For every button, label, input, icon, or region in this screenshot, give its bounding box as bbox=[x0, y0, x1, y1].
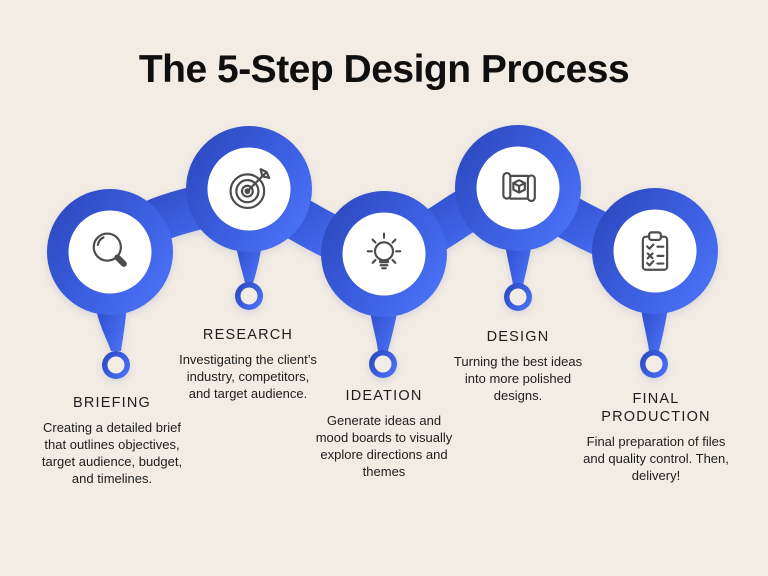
page-title: The 5-Step Design Process bbox=[138, 48, 630, 91]
step-title: FINAL PRODUCTION bbox=[601, 391, 711, 425]
step-briefing: BRIEFING Creating a detailed brief that … bbox=[32, 394, 192, 487]
step-description: Turning the best ideas into more polishe… bbox=[453, 354, 583, 403]
step-description: Investigating the client’s industry, com… bbox=[179, 352, 317, 401]
step-description: Creating a detailed brief that outlines … bbox=[41, 420, 183, 486]
blueprint-icon bbox=[492, 162, 544, 214]
step-final-production: FINAL PRODUCTION Final preparation of fi… bbox=[583, 390, 729, 484]
magnifier-icon bbox=[84, 226, 136, 278]
step-description: Final preparation of files and quality c… bbox=[583, 434, 729, 483]
step-description: Generate ideas and mood boards to visual… bbox=[315, 413, 453, 479]
step-title: IDEATION bbox=[345, 388, 423, 404]
checklist-icon bbox=[629, 225, 681, 277]
step-title: BRIEFING bbox=[72, 395, 152, 411]
step-title: DESIGN bbox=[486, 329, 550, 345]
step-design: DESIGN Turning the best ideas into more … bbox=[450, 328, 586, 404]
target-icon bbox=[223, 163, 275, 215]
ring-holes bbox=[107, 287, 663, 374]
lightbulb-icon bbox=[358, 228, 410, 280]
step-research: RESEARCH Investigating the client’s indu… bbox=[175, 326, 321, 402]
step-title: RESEARCH bbox=[202, 327, 294, 343]
step-ideation: IDEATION Generate ideas and mood boards … bbox=[309, 387, 459, 480]
node-medallions bbox=[68, 146, 697, 296]
